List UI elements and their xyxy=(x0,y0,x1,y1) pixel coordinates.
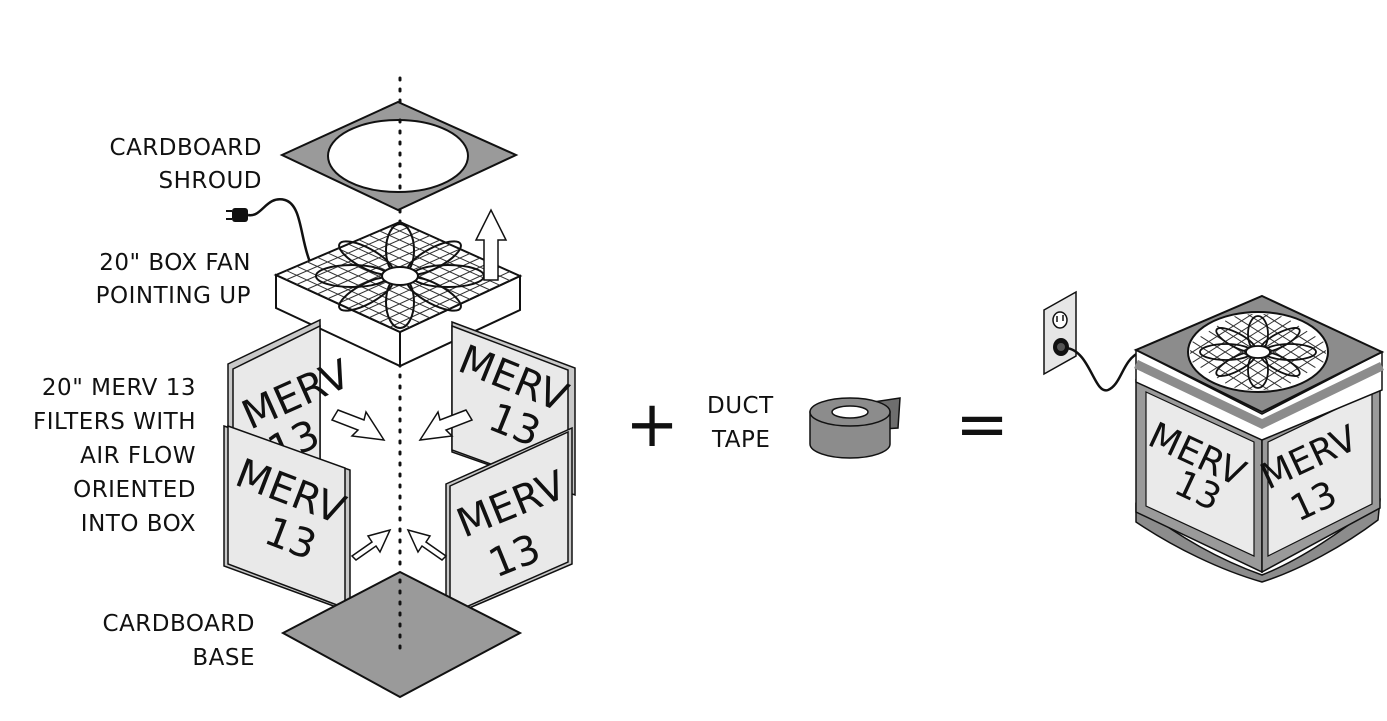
shroud-label-line2: SHROUD xyxy=(158,168,262,194)
fan-label-line1: 20" BOX FAN xyxy=(99,250,251,276)
grille-line xyxy=(1241,314,1324,363)
airflow-arrow-in xyxy=(330,409,386,441)
airflow-arrow-in xyxy=(418,409,474,441)
shroud-label-line1: CARDBOARD xyxy=(110,135,262,161)
filter-front-right: MERV 13 xyxy=(445,426,573,620)
airflow-arrow-in xyxy=(406,528,448,561)
filters-label-line5: INTO BOX xyxy=(81,511,196,537)
purifier-fan-blades xyxy=(1199,315,1317,389)
fan-label-line2: POINTING UP xyxy=(96,283,251,309)
plug-icon xyxy=(226,208,248,222)
filter-front-left: MERV 13 xyxy=(223,424,352,614)
equals-sign: = xyxy=(955,388,1009,462)
airflow-arrow-in xyxy=(350,528,392,561)
base-label-line1: CARDBOARD xyxy=(103,611,255,637)
purifier-power-cord xyxy=(1065,346,1141,392)
wall-outlet-icon xyxy=(1043,290,1077,376)
box-fan xyxy=(226,198,523,368)
plus-sign: + xyxy=(625,388,679,462)
grille-line xyxy=(1249,346,1326,390)
tape-label-line1: DUCT xyxy=(707,393,774,419)
fan-power-cord xyxy=(247,198,312,263)
cardboard-shroud xyxy=(279,100,519,212)
grille-line xyxy=(379,266,501,323)
airflow-up-arrow xyxy=(474,208,508,281)
filters-label-line3: AIR FLOW xyxy=(80,443,196,469)
fan-blades xyxy=(315,223,485,329)
filters-label-line1: 20" MERV 13 xyxy=(42,375,196,401)
filters-label-line2: FILTERS WITH xyxy=(33,409,196,435)
cardboard-base xyxy=(280,570,523,699)
duct-tape-icon xyxy=(809,397,901,459)
grille-line xyxy=(1249,314,1326,358)
filters-label-line4: ORIENTED xyxy=(73,477,196,503)
tape-label-line2: TAPE xyxy=(711,427,770,453)
grille-line xyxy=(389,271,511,328)
finished-air-purifier: MERV 13 MERV 13 xyxy=(1133,294,1385,583)
grille-line xyxy=(1241,341,1324,390)
base-label-line2: BASE xyxy=(192,645,255,671)
